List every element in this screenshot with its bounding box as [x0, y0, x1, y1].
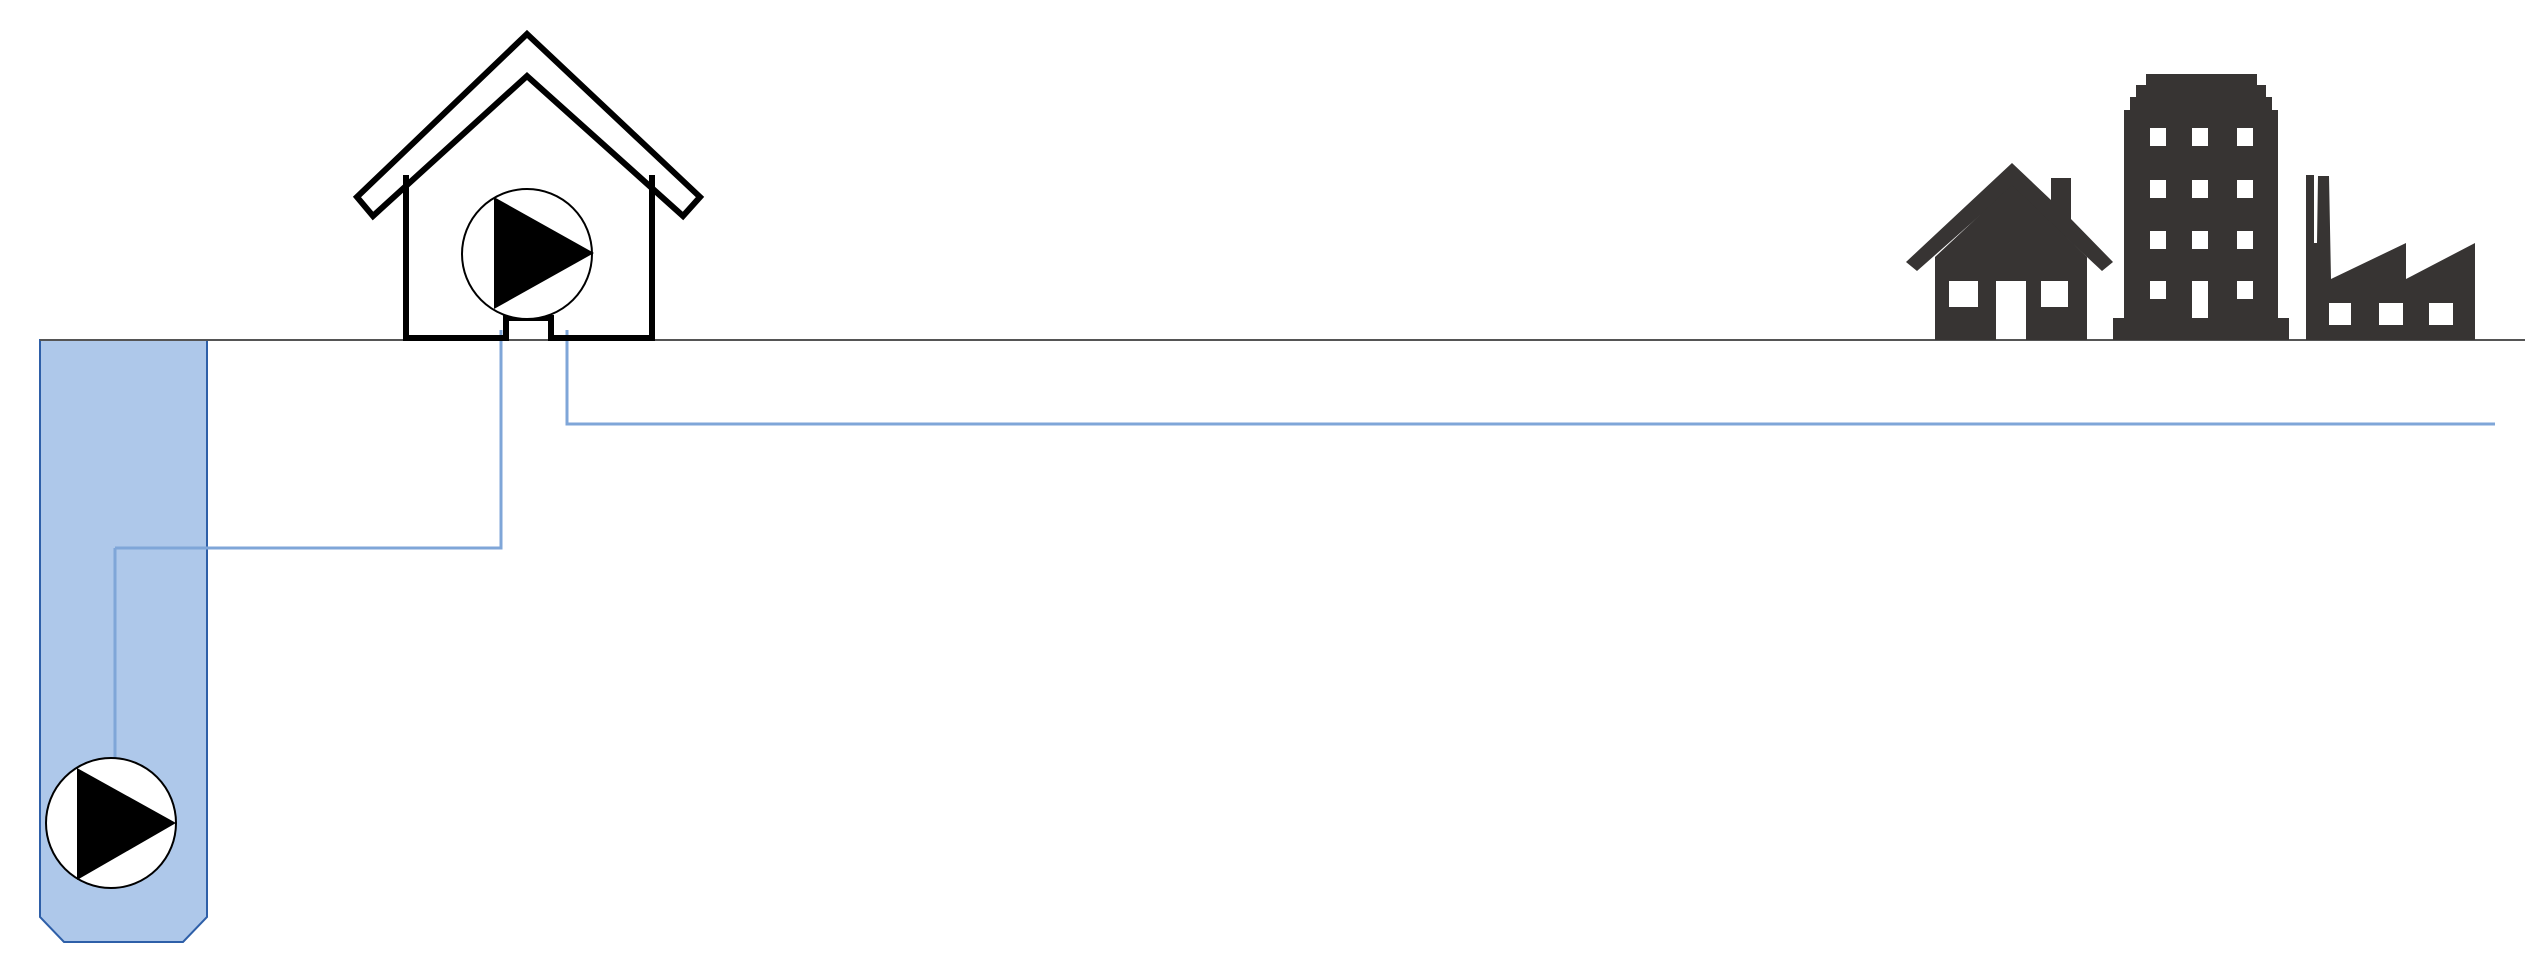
factory-icon [2306, 175, 2475, 340]
residential-house-icon [1906, 163, 2113, 340]
well-to-pumphouse-pipe [115, 330, 503, 550]
factory-body [2306, 175, 2475, 340]
house-roof [1906, 163, 2113, 271]
pipe-network [113, 330, 2495, 758]
pump-house-roof [352, 29, 705, 221]
distribution-main-pipe [565, 330, 2495, 426]
pump-play-triangle-icon [494, 197, 594, 309]
pump-play-triangle-icon [77, 768, 176, 880]
booster-pump [461, 188, 594, 320]
submersible-pump [45, 757, 177, 889]
consumer-buildings [1906, 74, 2475, 340]
house-body [1935, 185, 2087, 340]
building-body [2113, 74, 2289, 340]
apartment-building-icon [2113, 74, 2289, 340]
